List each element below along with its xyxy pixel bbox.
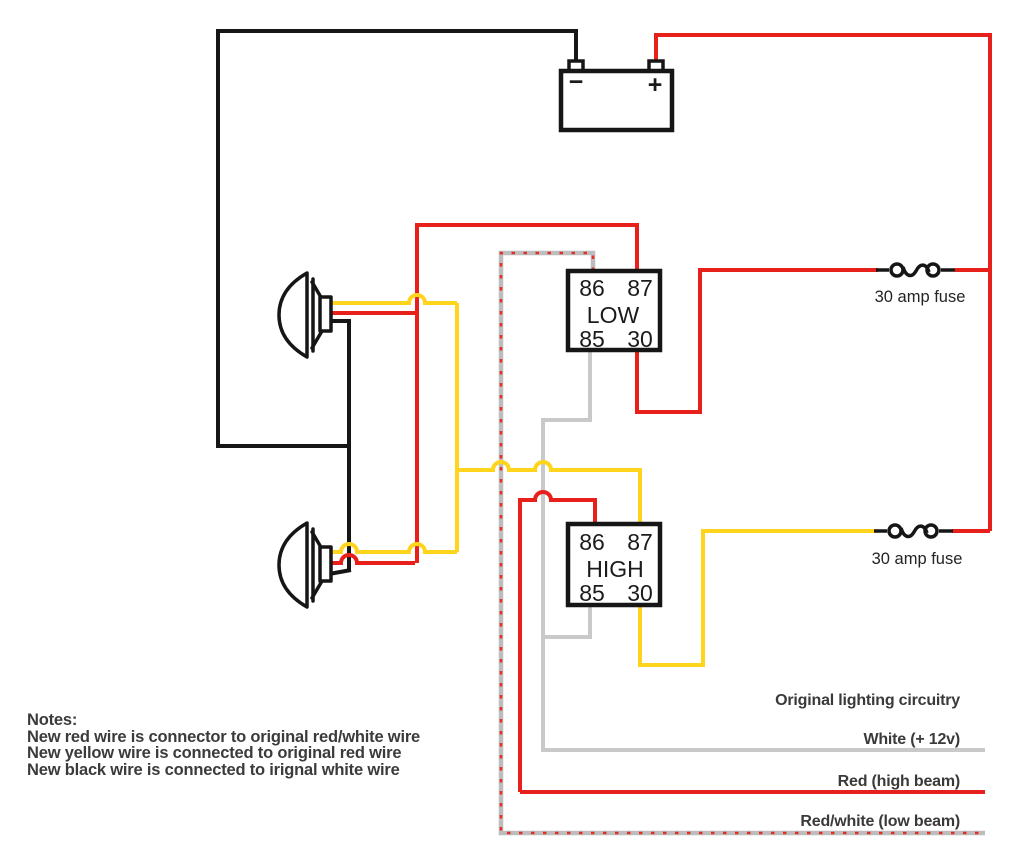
relay-high-terminal-30: 30 xyxy=(627,580,653,606)
wire-yellow-to-high-87 xyxy=(457,460,642,524)
notes-block: Notes: New red wire is connector to orig… xyxy=(27,712,420,778)
notes-line-2: New yellow wire is connected to original… xyxy=(27,744,402,762)
fuse-low-label: 30 amp fuse xyxy=(875,288,966,306)
wire-battery-positive xyxy=(654,33,992,533)
relay-high-name: HIGH xyxy=(586,556,644,582)
battery-minus-symbol: − xyxy=(569,68,584,96)
notes-line-1: New red wire is connector to original re… xyxy=(27,727,421,746)
notes-line-3: New black wire is connected to irignal w… xyxy=(27,760,400,779)
legend-white-12v: White (+ 12v) xyxy=(863,731,960,748)
wire-fuse-to-low-30 xyxy=(635,268,878,414)
relay-low-name: LOW xyxy=(587,302,640,328)
fuse-low xyxy=(874,262,957,278)
relay-high-box xyxy=(565,521,663,608)
relay-high: 86 87 HIGH 85 30 xyxy=(565,521,663,608)
relay-high-terminal-86: 86 xyxy=(579,529,605,555)
wire-battery-negative xyxy=(216,29,578,448)
wire-yellow-bottom-light xyxy=(331,542,457,554)
battery: − + xyxy=(558,59,675,133)
relay-low-terminal-85: 85 xyxy=(579,326,605,352)
legend-title: Original lighting circuitry xyxy=(775,692,960,709)
wire-high-86-trigger xyxy=(518,490,985,794)
fuse-high-label: 30 amp fuse xyxy=(872,550,963,568)
wire-gray-branch-high85 xyxy=(543,605,592,639)
wire-low-87-to-lowbeams xyxy=(329,223,639,565)
headlight-bottom xyxy=(277,521,333,609)
battery-body xyxy=(558,68,675,133)
wire-dotted-dashes xyxy=(499,251,985,835)
wire-yellow-top-light xyxy=(331,293,457,305)
relay-low-box xyxy=(565,268,663,353)
wire-yellow-group xyxy=(331,293,876,667)
fuse-high xyxy=(872,523,955,539)
wire-gray-main xyxy=(541,350,985,752)
relay-low: 86 87 LOW 85 30 xyxy=(565,268,663,353)
relay-low-terminal-87: 87 xyxy=(627,275,653,301)
wire-low-beam-trigger-dotted xyxy=(498,250,985,836)
relay-low-terminal-86: 86 xyxy=(579,275,605,301)
relay-high-terminal-87: 87 xyxy=(627,529,653,555)
battery-plus-symbol: + xyxy=(648,71,663,99)
wire-red-group xyxy=(329,33,992,794)
legend-red-high-beam: Red (high beam) xyxy=(838,773,960,790)
relay-low-terminal-30: 30 xyxy=(627,326,653,352)
notes-title: Notes: xyxy=(27,711,78,729)
legend-redwhite-low-beam: Red/white (low beam) xyxy=(800,813,960,830)
wire-white-12v-gray xyxy=(541,350,985,752)
headlight-top xyxy=(277,271,333,359)
wire-high-30-to-fuse xyxy=(638,529,876,667)
relay-high-terminal-85: 85 xyxy=(579,580,605,606)
